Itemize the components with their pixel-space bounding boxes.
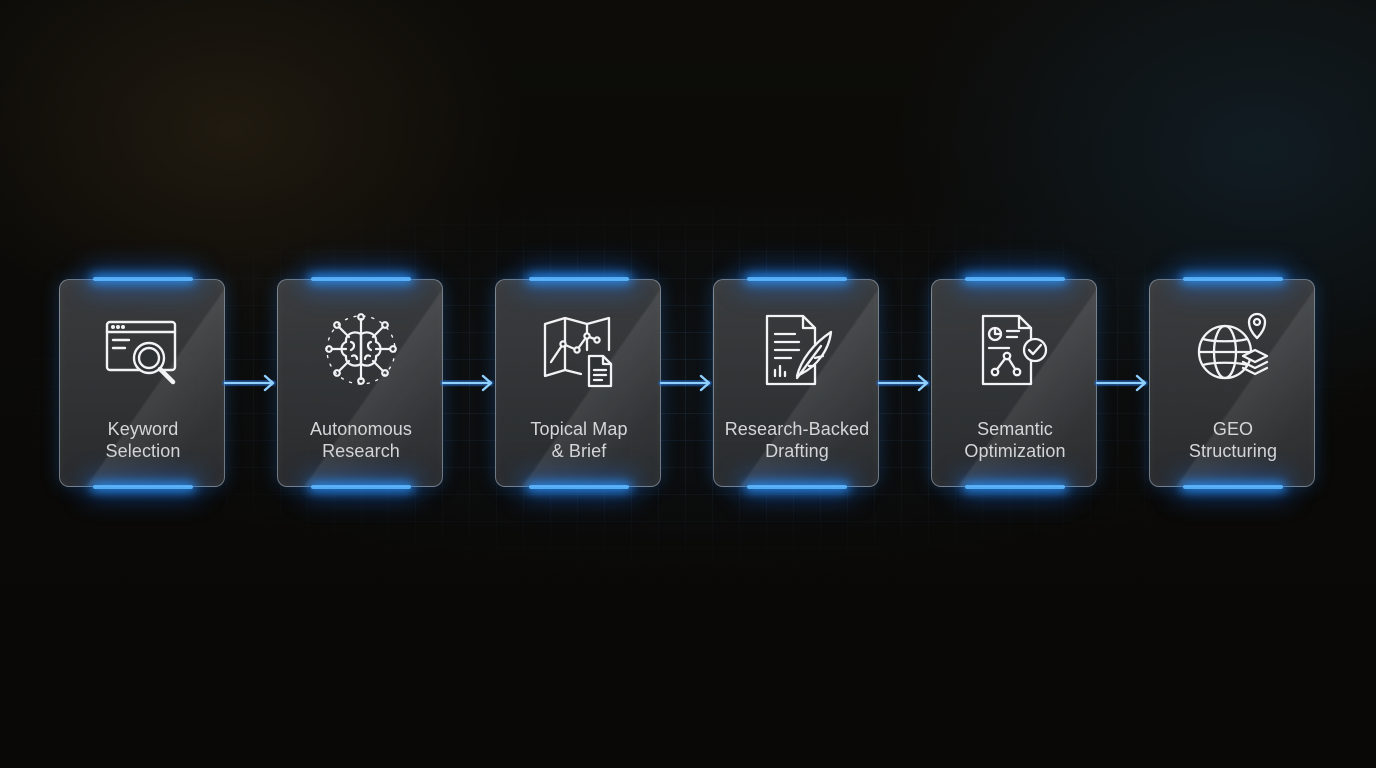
card-glow-top bbox=[529, 277, 629, 281]
step-card-autonomous-research: Autonomous Research bbox=[277, 277, 443, 489]
step-card-keyword-selection: Keyword Selection bbox=[59, 277, 225, 489]
keyword-search-icon bbox=[103, 310, 183, 390]
connector-arrow bbox=[222, 371, 277, 395]
step-label: Keyword Selection bbox=[105, 419, 181, 461]
step-card-semantic-optimization: Semantic Optimization bbox=[931, 277, 1097, 489]
connector-arrow bbox=[440, 371, 495, 395]
connector-arrow bbox=[876, 371, 931, 395]
card-glow-bottom bbox=[311, 485, 411, 489]
card-glow-top bbox=[93, 277, 193, 281]
card-glow-bottom bbox=[529, 485, 629, 489]
document-quill-icon bbox=[757, 310, 837, 390]
step-label: Semantic Optimization bbox=[964, 419, 1066, 461]
card-glow-top bbox=[311, 277, 411, 281]
card-glow-top bbox=[965, 277, 1065, 281]
card-glow-bottom bbox=[1183, 485, 1283, 489]
card-glow-top bbox=[747, 277, 847, 281]
globe-location-icon bbox=[1193, 310, 1273, 390]
map-document-icon bbox=[539, 310, 619, 390]
step-label: Autonomous Research bbox=[309, 419, 413, 461]
step-card-topical-map-brief: Topical Map & Brief bbox=[495, 277, 661, 489]
connector-arrow bbox=[1094, 371, 1149, 395]
step-label: Topical Map & Brief bbox=[530, 419, 628, 461]
report-check-icon bbox=[975, 310, 1055, 390]
step-label: GEO Structuring bbox=[1188, 419, 1278, 461]
card-glow-bottom bbox=[93, 485, 193, 489]
step-card-geo-structuring: GEO Structuring bbox=[1149, 277, 1315, 489]
step-card-research-backed-drafting: Research-Backed Drafting bbox=[713, 277, 879, 489]
connector-arrow bbox=[658, 371, 713, 395]
brain-network-icon bbox=[321, 310, 401, 390]
card-glow-bottom bbox=[747, 485, 847, 489]
card-glow-bottom bbox=[965, 485, 1065, 489]
card-glow-top bbox=[1183, 277, 1283, 281]
step-label: Research-Backed Drafting bbox=[724, 419, 870, 461]
